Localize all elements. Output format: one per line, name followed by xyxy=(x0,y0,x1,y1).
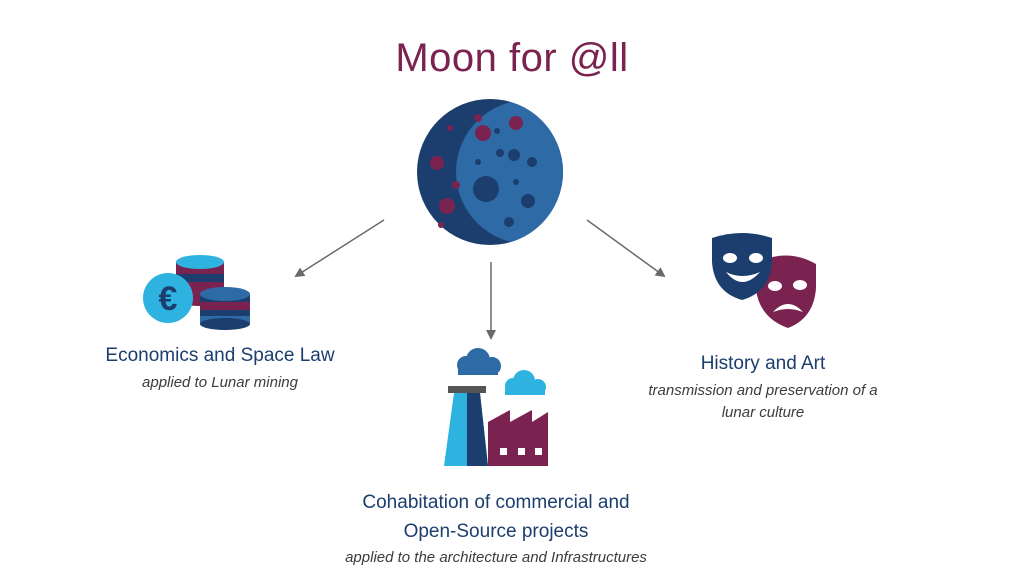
factory-icon xyxy=(444,348,548,466)
theater-masks-icon xyxy=(712,233,816,328)
history-title: History and Art xyxy=(700,353,826,374)
history-subtitle: transmission and preservation of a lunar… xyxy=(600,380,926,424)
history-subtitle-line2: lunar culture xyxy=(721,404,805,421)
moon-icon xyxy=(417,99,563,245)
page-title: Moon for @ll xyxy=(395,36,629,80)
cohabitation-title-line2: Open-Source projects xyxy=(403,521,589,542)
economics-title: Economics and Space Law xyxy=(105,345,335,366)
euro-symbol: € xyxy=(159,280,178,318)
arrow-to-economics xyxy=(294,219,385,278)
economics-subtitle: applied to Lunar mining xyxy=(142,374,298,391)
arrow-to-history xyxy=(586,219,666,278)
cohabitation-title: Cohabitation of commercial and Open-Sour… xyxy=(300,488,692,546)
history-subtitle-line1: transmission and preservation of a xyxy=(648,382,878,399)
cohabitation-title-line1: Cohabitation of commercial and xyxy=(362,492,630,513)
cohabitation-subtitle: applied to the architecture and Infrastr… xyxy=(345,549,647,566)
euro-coins-icon: € xyxy=(143,255,250,330)
